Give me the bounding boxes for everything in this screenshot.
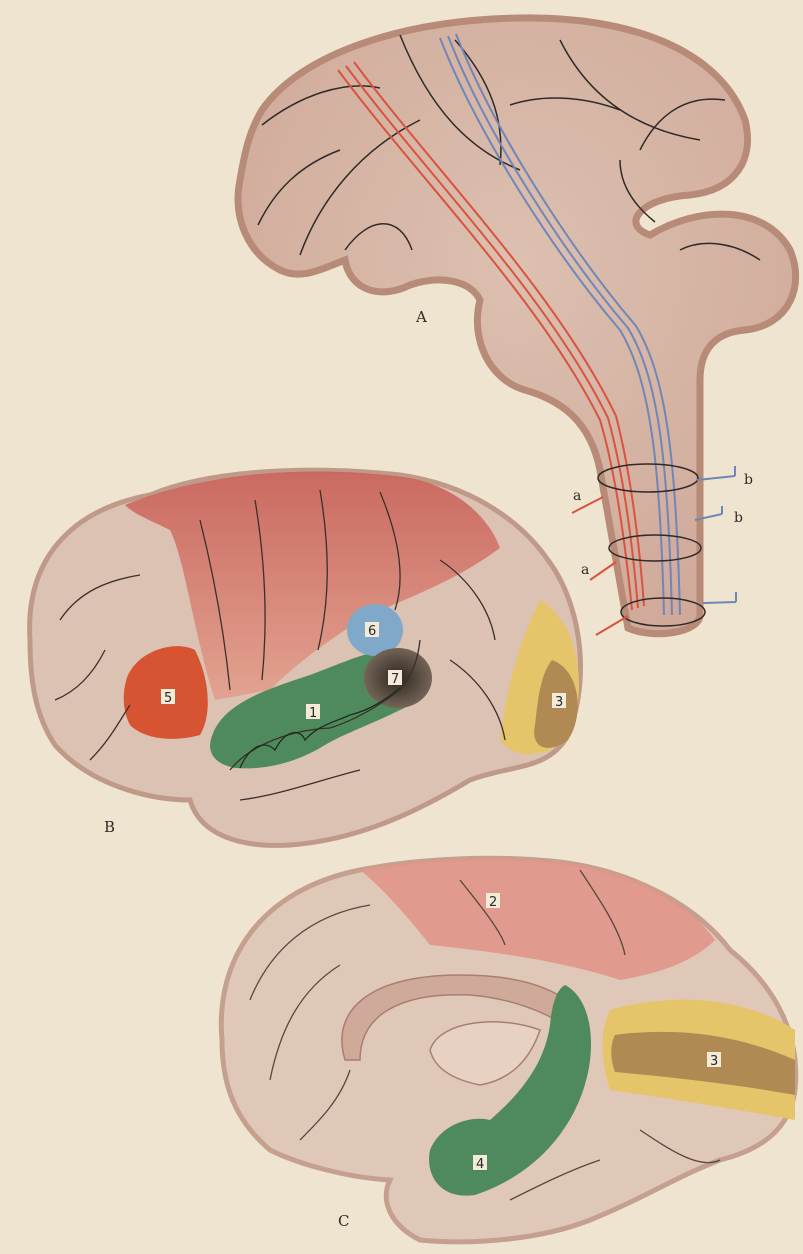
figure-b-label-3: 3 xyxy=(555,695,563,710)
tract-label-b-lower: b xyxy=(734,510,743,526)
figure-b-label-5: 5 xyxy=(164,691,172,706)
figure-b: 5 1 6 7 3 B xyxy=(30,470,581,845)
figure-c-label-4: 4 xyxy=(476,1157,484,1172)
figure-a-label: A xyxy=(415,308,427,326)
figure-c-label-3: 3 xyxy=(710,1054,718,1069)
figure-c-label-2: 2 xyxy=(489,895,497,910)
figure-b-label-1: 1 xyxy=(309,706,317,721)
figure-b-label: B xyxy=(104,818,115,836)
figure-c: 2 3 4 C xyxy=(221,858,795,1242)
figure-c-label: C xyxy=(338,1212,349,1230)
tract-label-a-upper: a xyxy=(573,488,581,504)
figure-b-label-7: 7 xyxy=(391,672,399,687)
tract-label-b-upper: b xyxy=(744,472,753,488)
figure-b-label-6: 6 xyxy=(368,624,376,639)
tract-label-a-lower: a xyxy=(581,562,589,578)
